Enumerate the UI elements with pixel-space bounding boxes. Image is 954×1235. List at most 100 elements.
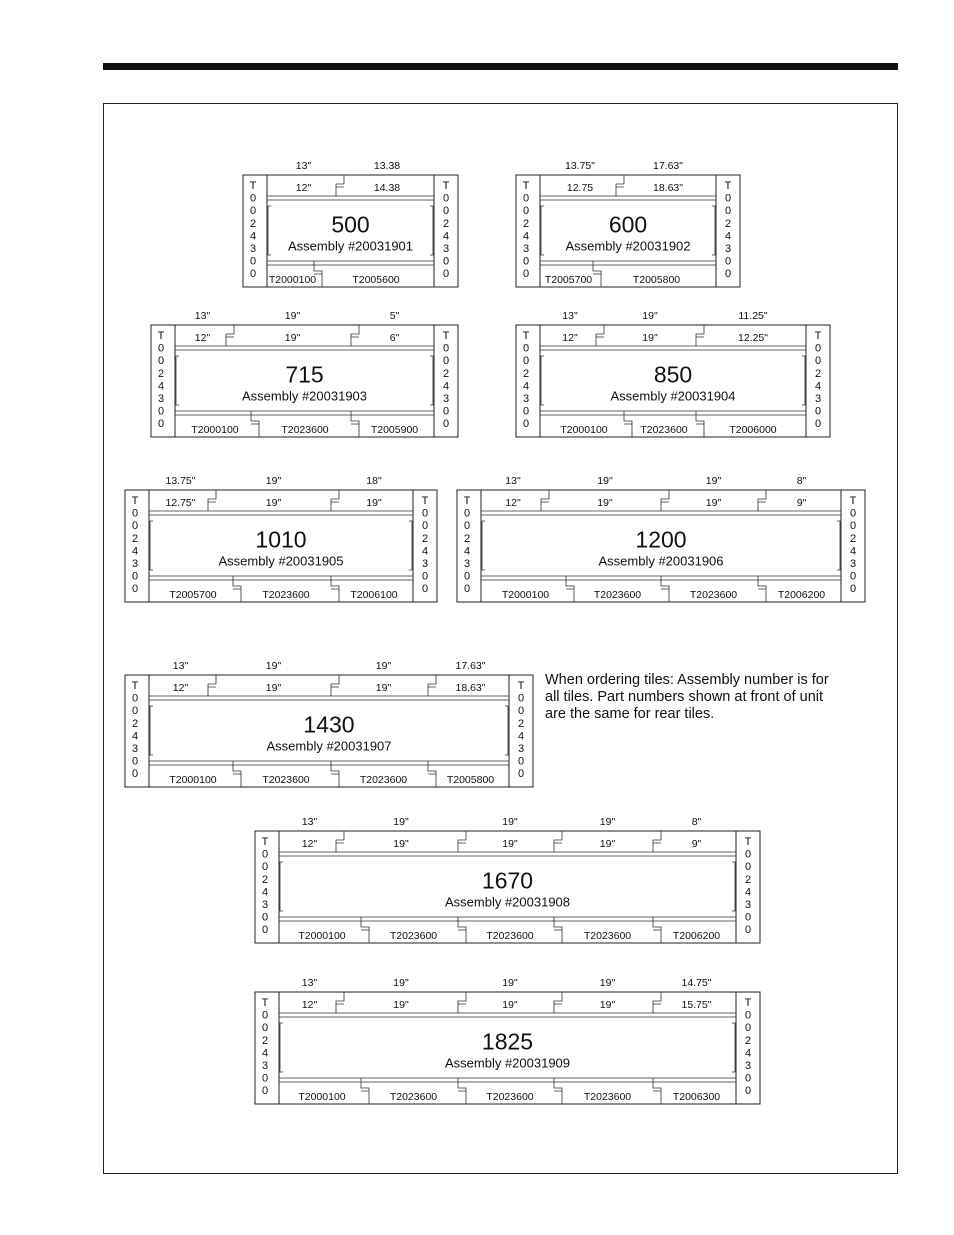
inner-length-label: 19" xyxy=(266,497,282,509)
inner-length-label: 12.75 xyxy=(567,182,593,194)
side-label-char: 4 xyxy=(523,380,529,392)
side-label-char: 0 xyxy=(132,693,138,705)
assembly-number: Assembly #20031907 xyxy=(266,739,391,754)
bottom-seam xyxy=(553,1078,563,1104)
side-label-char: 2 xyxy=(745,1035,751,1047)
side-label-char: 0 xyxy=(464,508,470,520)
right-bracket xyxy=(712,205,716,256)
side-label-char: 0 xyxy=(443,256,449,268)
left-bracket xyxy=(540,355,544,406)
part-number-label: T2005800 xyxy=(633,274,680,286)
body-outline xyxy=(174,324,435,438)
side-label-char: 4 xyxy=(132,545,138,557)
top-seam xyxy=(757,490,767,511)
body-outline xyxy=(539,174,717,288)
part-number-label: T2023600 xyxy=(390,1091,437,1103)
side-label-char: 0 xyxy=(464,571,470,583)
part-number-label: T2005700 xyxy=(169,589,216,601)
page-frame xyxy=(103,103,898,1174)
side-label-char: 3 xyxy=(132,743,138,755)
side-label-char: 0 xyxy=(443,418,449,430)
side-label-char: 0 xyxy=(815,355,821,367)
body-outline xyxy=(148,674,510,788)
side-label-char: T xyxy=(158,330,165,342)
inner-length-label: 18.63" xyxy=(455,682,485,694)
outer-length-label: 19" xyxy=(393,977,409,989)
top-seam xyxy=(615,175,625,196)
assembly-size: 500 xyxy=(331,212,369,238)
side-label-char: 4 xyxy=(745,886,751,898)
side-label-char: 3 xyxy=(250,243,256,255)
side-label-char: 0 xyxy=(518,693,524,705)
bottom-seam xyxy=(232,761,242,787)
part-number-label: T2000100 xyxy=(298,1091,345,1103)
assembly-size: 850 xyxy=(654,362,692,388)
side-label-char: 3 xyxy=(523,393,529,405)
side-label-char: 4 xyxy=(132,730,138,742)
side-label-char: 0 xyxy=(518,756,524,768)
side-label-char: 2 xyxy=(132,533,138,545)
side-label-char: 4 xyxy=(725,230,731,242)
inner-length-label: 6" xyxy=(390,332,400,344)
part-number-label: T2005600 xyxy=(352,274,399,286)
assembly-size: 600 xyxy=(609,212,647,238)
inner-length-label: 19" xyxy=(393,999,409,1011)
inner-length-label: 9" xyxy=(692,838,702,850)
side-label-char: 0 xyxy=(745,1022,751,1034)
side-label-char: 0 xyxy=(443,205,449,217)
outer-length-label: 19" xyxy=(266,475,282,487)
side-label-char: T xyxy=(132,680,139,692)
inner-length-label: 12" xyxy=(195,332,211,344)
side-label-char: 2 xyxy=(725,218,731,230)
bottom-seam xyxy=(330,576,340,602)
side-label-char: 0 xyxy=(523,256,529,268)
part-number-label: T2000100 xyxy=(502,589,549,601)
right-bracket xyxy=(430,355,434,406)
top-seam xyxy=(335,992,345,1013)
part-number-label: T2023600 xyxy=(262,774,309,786)
part-number-label: T2006200 xyxy=(778,589,825,601)
outer-length-label: 13.75" xyxy=(165,475,195,487)
bottom-seam xyxy=(757,576,767,602)
assembly-number: Assembly #20031905 xyxy=(218,554,343,569)
side-label-char: 2 xyxy=(523,368,529,380)
side-label-char: 4 xyxy=(518,730,524,742)
bottom-seam xyxy=(457,917,467,943)
outer-length-label: 19" xyxy=(266,660,282,672)
side-label-char: 0 xyxy=(250,205,256,217)
outer-length-label: 5" xyxy=(390,310,400,322)
right-bracket xyxy=(837,520,841,571)
side-label-char: 0 xyxy=(132,583,138,595)
part-number-label: T2023600 xyxy=(584,930,631,942)
top-seam xyxy=(457,831,467,852)
assembly-number: Assembly #20031903 xyxy=(242,389,367,404)
part-number-label: T2006200 xyxy=(673,930,720,942)
part-number-label: T2023600 xyxy=(690,589,737,601)
side-label-char: 0 xyxy=(262,912,268,924)
side-label-char: 0 xyxy=(158,343,164,355)
side-label-char: 0 xyxy=(262,924,268,936)
side-label-char: T xyxy=(262,997,269,1009)
outer-length-label: 13" xyxy=(302,816,318,828)
header-rule xyxy=(103,63,898,70)
body-outline xyxy=(266,174,435,288)
body-outline xyxy=(278,830,737,944)
top-seam xyxy=(457,992,467,1013)
side-label-char: 0 xyxy=(745,912,751,924)
side-label-char: 2 xyxy=(815,368,821,380)
side-label-char: 3 xyxy=(815,393,821,405)
side-label-char: 4 xyxy=(815,380,821,392)
bottom-seam xyxy=(350,411,360,437)
right-bracket xyxy=(732,861,736,912)
side-label-char: 0 xyxy=(443,343,449,355)
bottom-seam xyxy=(652,1078,662,1104)
side-label-char: 0 xyxy=(132,520,138,532)
part-number-label: T2000100 xyxy=(298,930,345,942)
top-seam xyxy=(660,490,670,511)
inner-length-label: 12" xyxy=(173,682,189,694)
